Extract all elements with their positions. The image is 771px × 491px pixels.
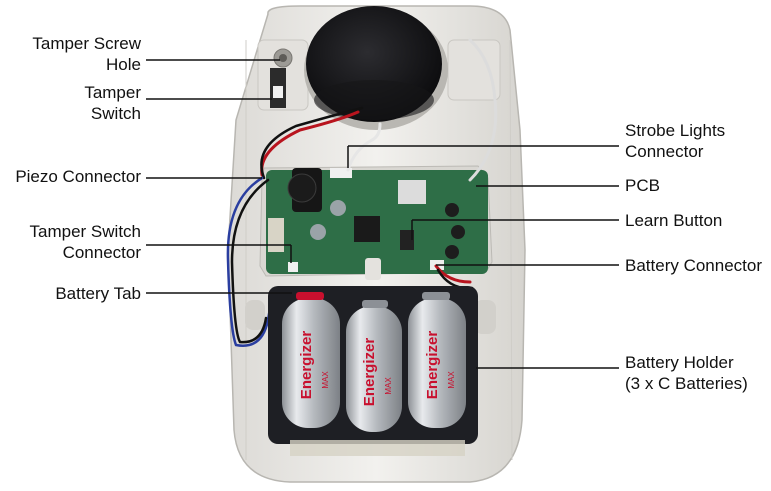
battery-2-brand: Energizer: [361, 338, 378, 407]
label-tamper-switch-connector-line2: Connector: [62, 243, 141, 262]
label-battery-tab-line1: Battery Tab: [55, 284, 141, 303]
label-pcb-line1: PCB: [625, 176, 660, 195]
label-tamper-switch: Tamper Switch: [84, 82, 141, 124]
leader-lines: [146, 59, 619, 369]
label-battery-connector: Battery Connector: [625, 255, 762, 276]
label-tamper-switch-line1: Tamper: [84, 83, 141, 102]
tamper-screw-hole: [273, 48, 293, 68]
label-battery-connector-line1: Battery Connector: [625, 256, 763, 275]
battery-3: Energizer MAX: [408, 292, 466, 428]
label-tamper-screw-hole-line2: Hole: [106, 55, 141, 74]
label-tamper-screw-hole: Tamper Screw Hole: [32, 33, 141, 75]
battery-3-brand: Energizer: [424, 331, 441, 400]
tamper-switch: [270, 68, 286, 108]
battery-1: Energizer MAX: [282, 292, 340, 428]
wires: [226, 38, 498, 347]
label-strobe-lights-connector: Strobe Lights Connector: [625, 120, 725, 162]
label-pcb: PCB: [625, 175, 660, 196]
label-piezo-connector: Piezo Connector: [15, 166, 141, 187]
label-battery-holder-line1: Battery Holder: [625, 353, 734, 372]
label-battery-holder-line2: (3 x C Batteries): [625, 374, 748, 393]
battery-3-model: MAX: [447, 371, 456, 389]
battery-1-brand: Energizer: [298, 331, 315, 400]
label-strobe-lights-connector-line2: Connector: [625, 142, 704, 161]
label-tamper-switch-connector: Tamper Switch Connector: [30, 221, 141, 263]
label-tamper-switch-line2: Switch: [90, 104, 141, 123]
label-battery-holder: Battery Holder (3 x C Batteries): [625, 352, 748, 394]
label-battery-tab: Battery Tab: [55, 283, 141, 304]
label-tamper-switch-connector-line1: Tamper Switch: [29, 222, 141, 241]
battery-1-model: MAX: [321, 371, 330, 389]
piezo-speaker: [304, 6, 448, 130]
label-strobe-lights-connector-line1: Strobe Lights: [625, 121, 726, 140]
battery-2: Energizer MAX: [346, 300, 402, 432]
label-tamper-screw-hole-line1: Tamper Screw: [32, 34, 141, 53]
battery-2-model: MAX: [384, 377, 393, 395]
pcb-board: [259, 165, 493, 280]
label-learn-button-line1: Learn Button: [625, 211, 723, 230]
label-learn-button: Learn Button: [625, 210, 722, 231]
label-piezo-connector-line1: Piezo Connector: [15, 167, 141, 186]
